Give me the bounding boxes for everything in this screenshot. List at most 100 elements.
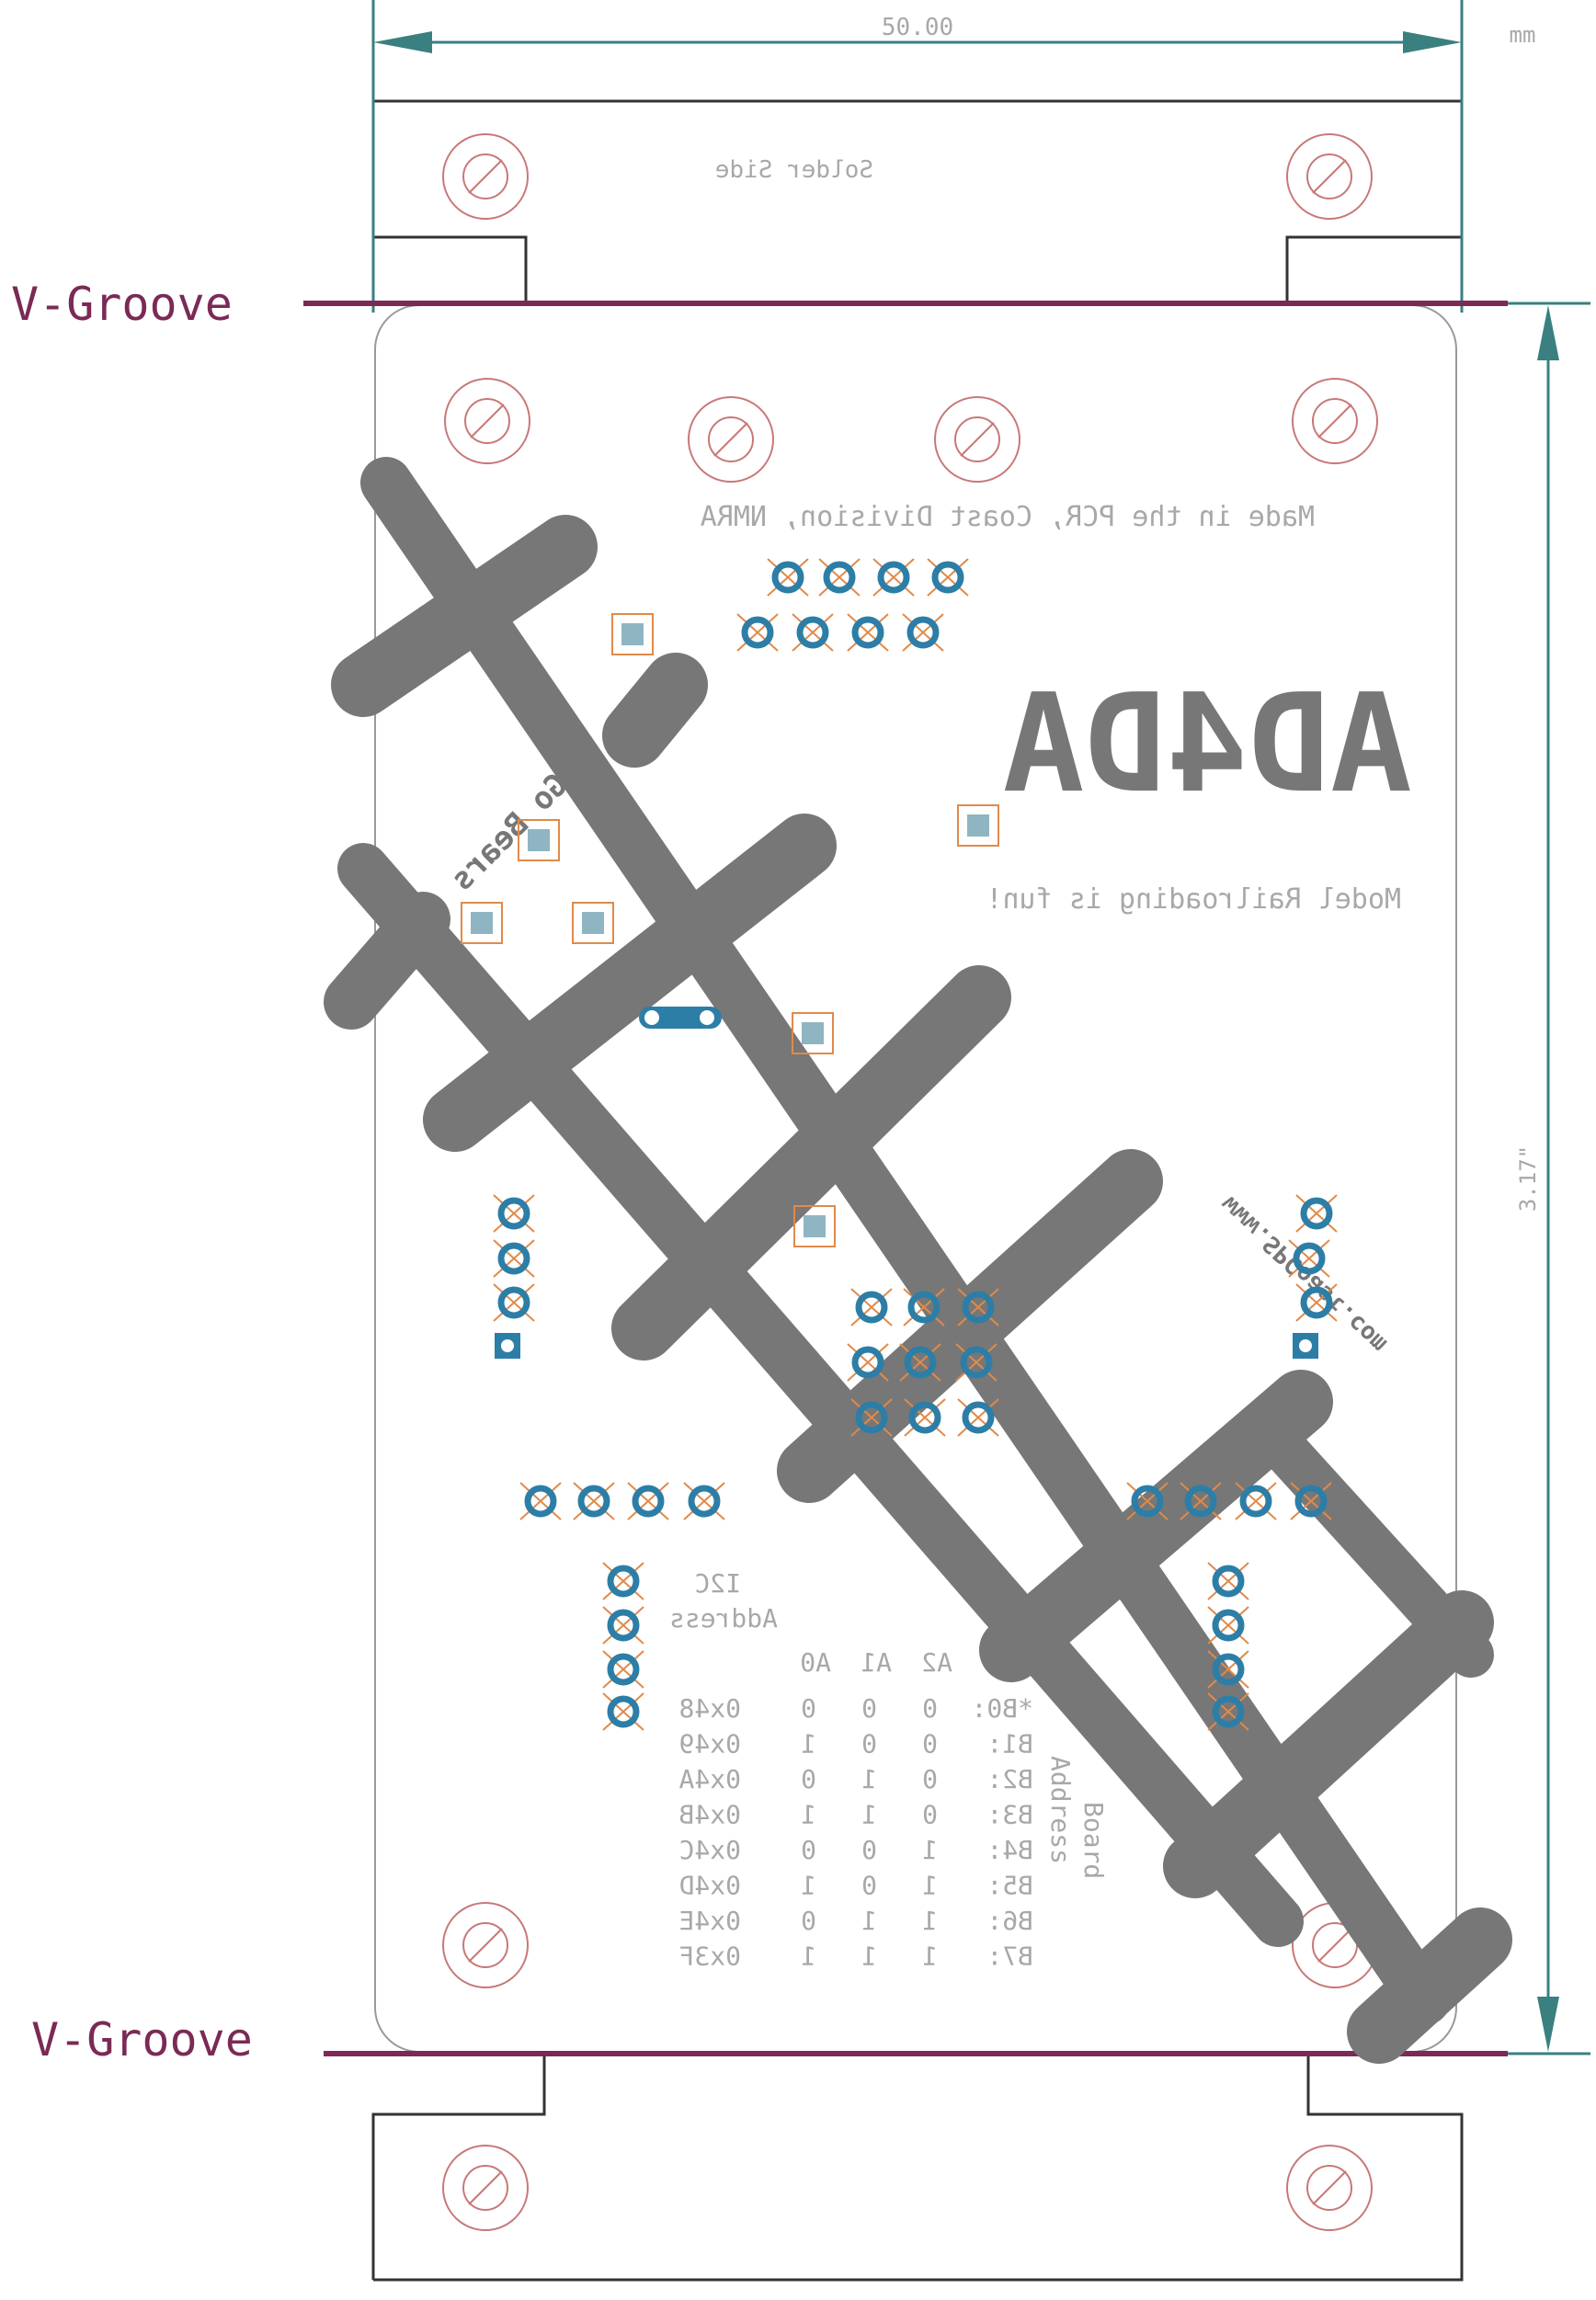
- rung-1: [331, 515, 598, 717]
- round-pad: [847, 1343, 889, 1382]
- product-name: AD4DA: [1002, 665, 1412, 823]
- square-pad: [1293, 1333, 1318, 1359]
- round-pad: [818, 558, 861, 597]
- tagline-text: Model Railroading is fun!: [986, 883, 1401, 916]
- rung-7: [1163, 1590, 1494, 1898]
- round-pad: [850, 1398, 893, 1437]
- address-row-label: B1:: [986, 1729, 1033, 1759]
- round-pad: [957, 1288, 999, 1326]
- through-hole-pads: [461, 558, 1338, 1731]
- v-groove-bottom-label: V-Groove: [31, 2013, 253, 2067]
- rung-4: [611, 965, 1011, 1361]
- made-in-text: Made in the PCR, Coast Division, NMRA: [701, 501, 1315, 533]
- round-pad: [850, 1288, 893, 1326]
- round-pad: [927, 558, 969, 597]
- bottom-breakaway-tab: [371, 2055, 1464, 2282]
- round-pad: [573, 1482, 615, 1520]
- test-pad: [957, 804, 999, 847]
- rung-3: [423, 814, 837, 1152]
- address-hex: 0x3F: [679, 1941, 741, 1972]
- test-pad: [518, 819, 560, 861]
- rung-8: [1347, 1907, 1512, 2064]
- address-bit-a1: 0: [861, 1729, 877, 1759]
- round-pad: [899, 1343, 941, 1382]
- address-bit-a2: 1: [922, 1941, 938, 1972]
- round-pad: [1126, 1482, 1168, 1520]
- round-pad: [1295, 1194, 1338, 1233]
- address-bit-a0: 1: [801, 1729, 816, 1759]
- address-bit-a0: 1: [801, 1941, 816, 1972]
- copper-tracks: [324, 457, 1512, 2064]
- test-pad: [572, 902, 614, 944]
- round-pad: [602, 1650, 644, 1689]
- square-pad: [495, 1333, 520, 1359]
- address-row-label: B2:: [986, 1764, 1033, 1794]
- test-pad: [792, 1012, 834, 1054]
- mounting-holes: [442, 133, 1378, 2231]
- round-pad: [904, 1398, 946, 1437]
- test-pad: [461, 902, 503, 944]
- address-bit-a1: 1: [861, 1906, 877, 1936]
- address-bit-a1: 1: [861, 1764, 877, 1794]
- address-hex: 0x4D: [679, 1871, 741, 1901]
- address-bit-a0: 0: [801, 1764, 816, 1794]
- address-bit-a0: 0: [801, 1835, 816, 1865]
- units-label: mm: [1510, 22, 1536, 48]
- address-bit-a2: 0: [922, 1764, 938, 1794]
- address-bit-a1: 1: [861, 1941, 877, 1972]
- mounting-hole: [1286, 133, 1373, 220]
- address-table-header: A1: [861, 1647, 892, 1678]
- round-pad: [683, 1482, 725, 1520]
- round-pad: [767, 558, 809, 597]
- board-address-label: Address: [1045, 1756, 1076, 1864]
- address-hex: 0x49: [679, 1729, 741, 1759]
- mounting-hole: [444, 378, 530, 464]
- round-pad: [903, 1288, 945, 1326]
- round-pad: [1295, 1283, 1338, 1322]
- rung-6: [979, 1370, 1333, 1682]
- mounting-hole: [442, 2145, 529, 2231]
- test-pad: [793, 1205, 836, 1247]
- height-dimension-label: 3.17": [1515, 1145, 1541, 1212]
- round-pad: [1207, 1606, 1249, 1645]
- address-bit-a1: 0: [861, 1871, 877, 1901]
- round-pad: [493, 1239, 535, 1278]
- round-pad: [602, 1562, 644, 1600]
- round-pad: [957, 1398, 999, 1437]
- mounting-hole: [442, 133, 529, 220]
- test-pad: [611, 613, 654, 655]
- round-pad: [493, 1194, 535, 1233]
- panel-outlines: [371, 99, 1464, 2282]
- round-pad: [602, 1606, 644, 1645]
- round-pad: [1207, 1692, 1249, 1731]
- round-pad: [602, 1692, 644, 1731]
- address-bit-a2: 0: [922, 1729, 938, 1759]
- round-pad: [902, 613, 944, 652]
- address-bit-a2: 1: [922, 1871, 938, 1901]
- mounting-hole: [934, 396, 1020, 483]
- address-table-header: A2: [921, 1647, 952, 1678]
- round-pad: [792, 613, 834, 652]
- top-breakaway-tab: [371, 99, 1464, 303]
- address-table-header: A0: [800, 1647, 831, 1678]
- round-pad: [872, 558, 915, 597]
- address-bit-a2: 1: [922, 1835, 938, 1865]
- round-pad: [1207, 1562, 1249, 1600]
- round-pad: [627, 1482, 669, 1520]
- width-dimension-label: 50.00: [882, 14, 953, 41]
- address-hex: 0x48: [679, 1693, 741, 1724]
- mounting-hole: [1286, 2145, 1373, 2231]
- address-row-label: B5:: [986, 1871, 1033, 1901]
- silkscreen: Made in the PCR, Coast Division, NMRA AD…: [443, 501, 1412, 1972]
- board-label: Board: [1078, 1802, 1109, 1879]
- round-pad: [493, 1283, 535, 1322]
- address-bit-a1: 0: [861, 1693, 877, 1724]
- address-bit-a2: 1: [922, 1906, 938, 1936]
- address-bit-a0: 1: [801, 1871, 816, 1901]
- solder-side-label: Solder Side: [715, 156, 873, 184]
- address-bit-a0: 0: [801, 1693, 816, 1724]
- round-pad: [1235, 1482, 1277, 1520]
- round-pad: [1207, 1650, 1249, 1689]
- address-hex: 0x4E: [679, 1906, 741, 1936]
